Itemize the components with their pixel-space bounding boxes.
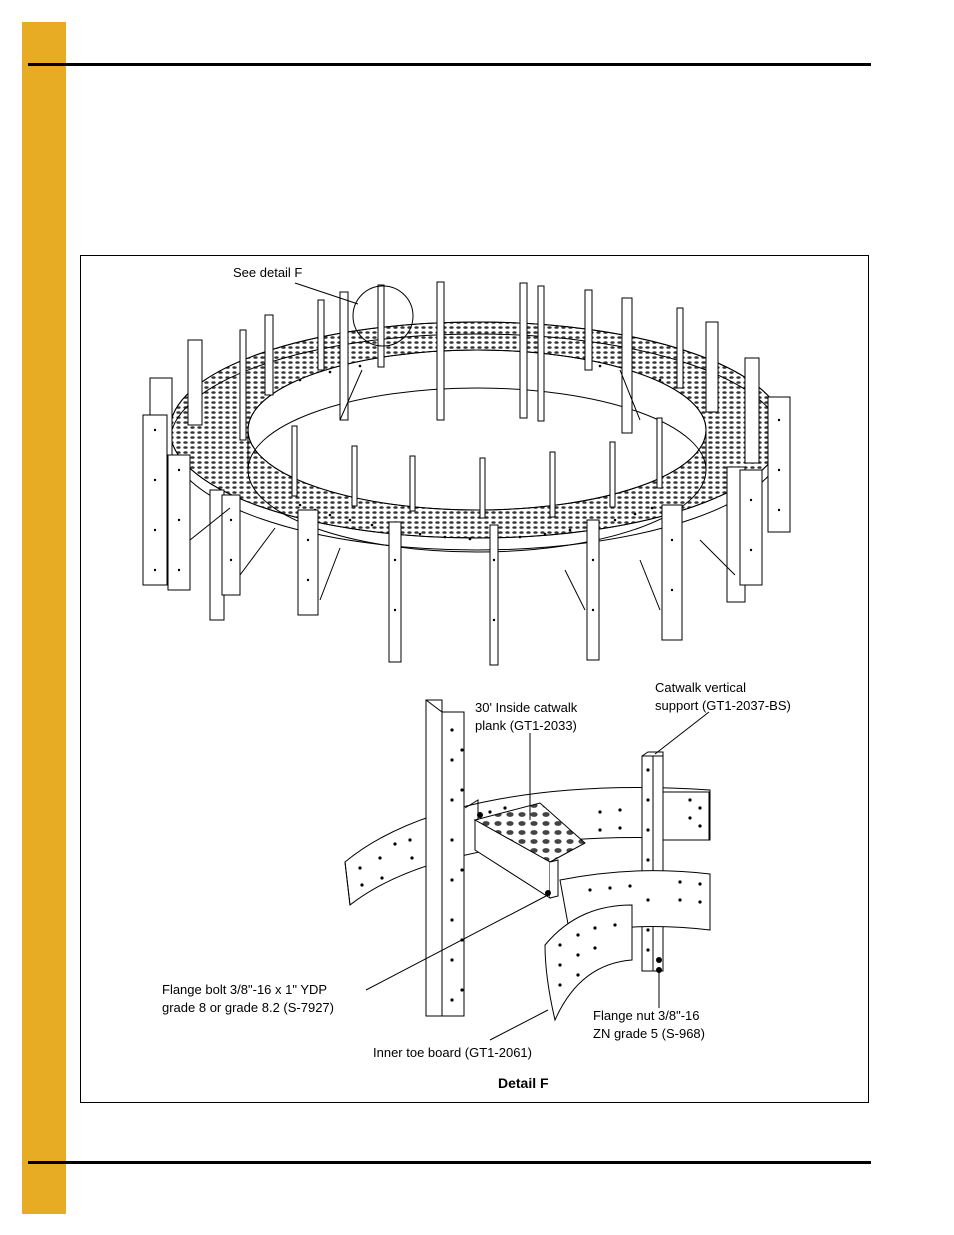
detail-f-holes [358, 728, 702, 1002]
side-color-bar [22, 22, 66, 1214]
braces-overview [189, 369, 736, 611]
footer-rule [28, 1161, 871, 1164]
callout-nut-line2: ZN grade 5 (S-968) [593, 1026, 705, 1041]
callout-bolt-line2: grade 8 or grade 8.2 (S-7927) [162, 1000, 334, 1015]
callout-bolt-line1: Flange bolt 3/8"-16 x 1" YDP [162, 982, 328, 997]
callout-support-line2: support (GT1-2037-BS) [655, 698, 791, 713]
catwalk-ring-overview [169, 321, 785, 553]
detail-f-marker [352, 285, 414, 347]
detail-f-callout: See detail F [233, 265, 303, 280]
detail-f-leaders [365, 711, 710, 1041]
detail-f-leader [294, 282, 359, 305]
callout-plank-line2: plank (GT1-2033) [475, 718, 577, 733]
figure-frame [80, 255, 869, 1103]
callout-support-line1: Catwalk vertical [655, 680, 747, 695]
vertical-supports-overview [142, 281, 791, 666]
callout-plank-line1: 30' Inside catwalk [475, 700, 578, 715]
detail-title: Detail F [498, 1075, 549, 1091]
header-rule [28, 63, 871, 66]
post-holes-overview [153, 418, 781, 622]
callout-toeboard: Inner toe board (GT1-2061) [373, 1045, 532, 1060]
callout-nut-line1: Flange nut 3/8"-16 [593, 1008, 700, 1023]
detail-f-drawing [344, 699, 711, 1022]
